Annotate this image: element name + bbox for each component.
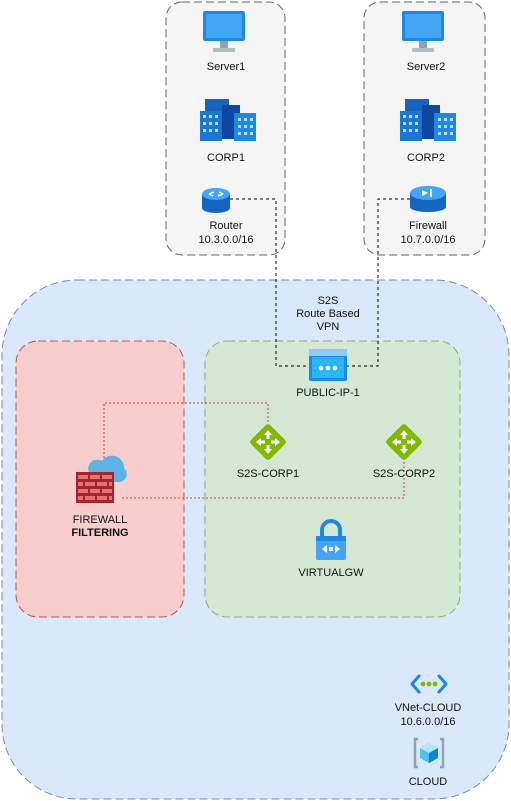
gateway-zone <box>204 340 461 618</box>
firewall-filtering-line2: FILTERING <box>71 527 129 539</box>
filter-link-corp1 <box>103 402 269 462</box>
cloud-resource-cube-icon <box>413 737 445 772</box>
vpn-link-corp2 <box>346 198 410 367</box>
router-name-label: Router <box>209 220 243 232</box>
router-cidr-label: 10.3.0.0/16 <box>198 234 254 246</box>
vnet-icon <box>410 673 448 698</box>
vpn-line1-label: S2S <box>317 295 339 307</box>
corp2-building-icon <box>400 95 458 146</box>
filter-link-corp2 <box>122 461 405 499</box>
corp1-building-icon <box>200 95 258 146</box>
router-icon <box>202 184 230 217</box>
corp1-label: CORP1 <box>207 152 245 164</box>
vpn-line3-label: VPN <box>316 321 340 333</box>
public-ip-icon <box>309 349 347 384</box>
server2-label: Server2 <box>406 61 446 73</box>
server1-monitor-icon <box>202 10 246 57</box>
server1-label: Server1 <box>206 61 246 73</box>
firewall-filtering-line1: FIREWALL <box>72 514 128 526</box>
vnet-name-label: VNet-CLOUD <box>394 702 462 714</box>
s2s-corp1-label: S2S-CORP1 <box>236 468 300 480</box>
corp2-label: CORP2 <box>407 152 445 164</box>
server2-monitor-icon <box>401 10 445 57</box>
virtual-gateway-lock-icon <box>314 518 348 565</box>
public-ip-label: PUBLIC-IP-1 <box>296 387 360 399</box>
vpn-link-corp1 <box>230 198 310 367</box>
s2s-corp2-route-icon <box>385 423 423 464</box>
cloud-firewall-icon <box>72 452 128 509</box>
firewall-name-label: Firewall <box>409 220 447 232</box>
vnet-cidr-label: 10.6.0.0/16 <box>400 716 456 728</box>
firewall-appliance-icon <box>410 184 446 217</box>
virtual-gateway-label: VIRTUALGW <box>298 567 364 579</box>
s2s-corp2-label: S2S-CORP2 <box>372 468 436 480</box>
cloud-label: CLOUD <box>408 776 448 788</box>
firewall-cidr-label: 10.7.0.0/16 <box>400 234 456 246</box>
vpn-line2-label: Route Based <box>296 308 360 320</box>
s2s-corp1-route-icon <box>249 423 287 464</box>
